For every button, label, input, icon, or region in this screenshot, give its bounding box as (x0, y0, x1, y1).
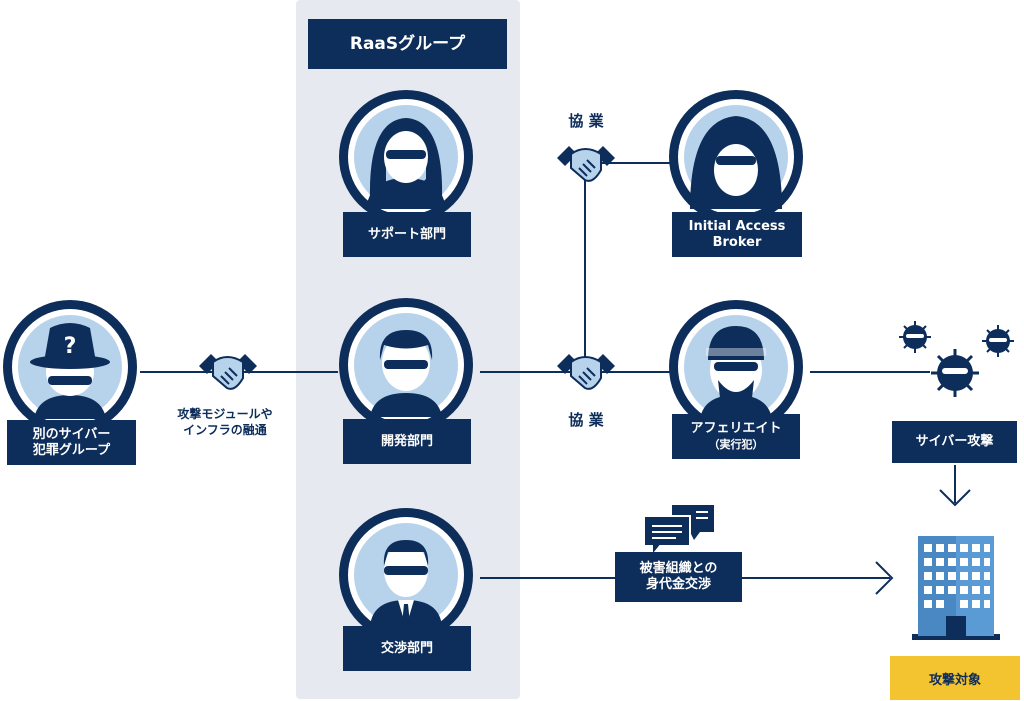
svg-text:?: ? (64, 334, 77, 359)
handshake-icon-left (199, 354, 257, 390)
cooperation-label-top: 協 業 (568, 112, 604, 130)
support-avatar (339, 90, 473, 224)
development-avatar (339, 298, 473, 432)
building-icon (912, 536, 1000, 640)
other-group-avatar: ? (3, 300, 137, 434)
support-dept-label: サポート部門 (343, 212, 471, 257)
iab-label: Initial Access Broker (672, 212, 802, 257)
other-group-label: 別のサイバー 犯罪グループ (7, 420, 136, 465)
virus-icon-large (931, 349, 979, 397)
connector-lines (140, 162, 971, 595)
iab-avatar (669, 90, 803, 224)
negotiation-dept-label: 交渉部門 (343, 626, 471, 671)
development-dept-label: 開発部門 (343, 419, 471, 464)
affiliate-label: アフェリエイト （実行犯） (672, 414, 800, 459)
ransom-negotiation-label: 被害組織との 身代金交渉 (615, 552, 742, 602)
cyber-attack-label: サイバー攻撃 (892, 421, 1017, 463)
negotiation-avatar (339, 508, 473, 642)
affiliate-avatar (669, 300, 803, 434)
exchange-caption: 攻撃モジュールや インフラの融通 (177, 407, 273, 437)
chat-bubbles-icon (643, 505, 714, 559)
raas-group-title: RaaSグループ (308, 19, 507, 69)
handshake-icon-top (557, 146, 615, 182)
attack-target-label: 攻撃対象 (890, 656, 1020, 700)
handshake-icon-middle (557, 354, 615, 390)
cooperation-label-middle: 協 業 (568, 411, 604, 429)
virus-icon-small-left (899, 321, 931, 353)
virus-icon-small-right (982, 325, 1014, 357)
